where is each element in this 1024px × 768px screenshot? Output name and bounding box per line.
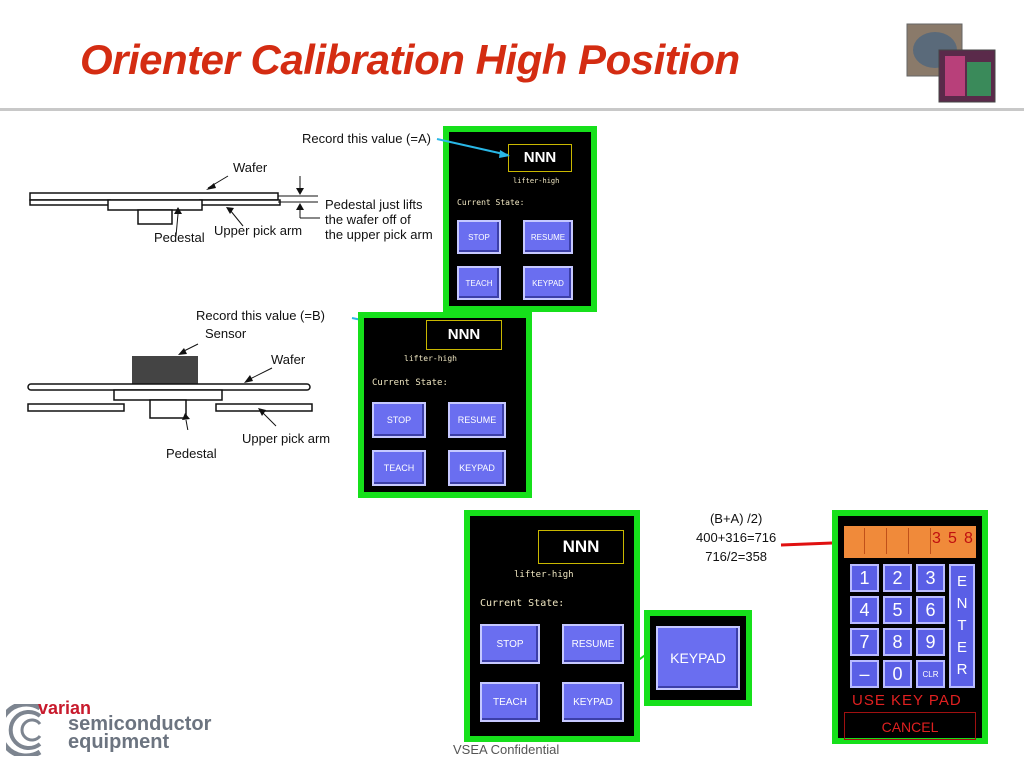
controller-panel-2: NNN lifter-high Current State: STOP RESU… xyxy=(358,312,532,498)
enter-letter: E xyxy=(956,639,967,656)
key-3[interactable]: 3 xyxy=(916,564,945,592)
key-7[interactable]: 7 xyxy=(850,628,879,656)
note-line: the wafer off of xyxy=(325,212,411,227)
record-a-label: Record this value (=A) xyxy=(302,131,431,146)
display-cell xyxy=(910,528,931,554)
pedestal-label-1: Pedestal xyxy=(154,230,205,245)
pedestal-label-2: Pedestal xyxy=(166,446,217,461)
keypad-display: 3 5 8 xyxy=(844,526,976,558)
footer-confidential: VSEA Confidential xyxy=(453,742,560,757)
keypad-zoom-box: KEYPAD xyxy=(644,610,752,706)
record-b-label: Record this value (=B) xyxy=(196,308,325,323)
corner-photo-icon xyxy=(905,22,997,104)
stop-button[interactable]: STOP xyxy=(457,220,501,254)
wafer-label-2: Wafer xyxy=(271,352,306,367)
diagram-sensor-position xyxy=(27,343,313,430)
display-digit: 3 xyxy=(932,530,941,547)
logo-line-1: varian xyxy=(38,698,92,718)
sensor-block xyxy=(132,356,198,384)
resume-button[interactable]: RESUME xyxy=(562,624,624,664)
enter-letter: T xyxy=(957,617,967,634)
value-display: NNN xyxy=(426,320,502,350)
display-caption: lifter-high xyxy=(513,177,560,185)
enter-letter: R xyxy=(956,661,968,678)
key-8[interactable]: 8 xyxy=(883,628,912,656)
diagram-wafer-lift xyxy=(29,175,320,237)
wafer-label-1: Wafer xyxy=(233,160,268,175)
key-2[interactable]: 2 xyxy=(883,564,912,592)
teach-button[interactable]: TEACH xyxy=(457,266,501,300)
keypad-message: USE KEY PAD xyxy=(852,692,962,709)
current-state-label: Current State: xyxy=(457,198,525,207)
sensor-label: Sensor xyxy=(205,326,247,341)
calc-line: 400+316=716 xyxy=(696,530,777,545)
resume-button[interactable]: RESUME xyxy=(523,220,573,254)
stop-button[interactable]: STOP xyxy=(372,402,426,438)
current-state-label: Current State: xyxy=(480,598,565,609)
upper-pick-arm-left xyxy=(27,403,125,412)
teach-button[interactable]: TEACH xyxy=(372,450,426,486)
controller-panel-1: NNN lifter-high Current State: STOP RESU… xyxy=(443,126,597,312)
display-cell xyxy=(888,528,909,554)
enter-letter: E xyxy=(956,573,967,590)
pedestal-top xyxy=(113,389,223,401)
display-digit: 8 xyxy=(964,530,973,547)
upper-pick-arm-label-1: Upper pick arm xyxy=(214,223,303,238)
key-0[interactable]: 0 xyxy=(883,660,912,688)
key-1[interactable]: 1 xyxy=(850,564,879,592)
key-minus[interactable]: – xyxy=(850,660,879,688)
key-5[interactable]: 5 xyxy=(883,596,912,624)
resume-button[interactable]: RESUME xyxy=(448,402,506,438)
keypad-zoom-button[interactable]: KEYPAD xyxy=(656,626,740,690)
display-cell xyxy=(844,528,865,554)
enter-button[interactable]: E N T E R xyxy=(949,564,975,688)
teach-button[interactable]: TEACH xyxy=(480,682,540,722)
display-caption: lifter-high xyxy=(404,354,457,363)
pedestal-stem xyxy=(149,399,187,419)
page-title: Orienter Calibration High Position xyxy=(80,36,740,83)
wafer-shape xyxy=(27,383,311,391)
key-6[interactable]: 6 xyxy=(916,596,945,624)
calculation: (B+A) /2) 400+316=716 716/2=358 xyxy=(696,509,776,566)
value-display: NNN xyxy=(508,144,572,172)
key-9[interactable]: 9 xyxy=(916,628,945,656)
keypad-button[interactable]: KEYPAD xyxy=(562,682,624,722)
keypad-button[interactable]: KEYPAD xyxy=(523,266,573,300)
logo-line-2: semiconductor xyxy=(68,713,212,735)
keypad-screen: 3 5 8 1 2 3 4 5 6 7 8 9 – 0 CLR E N T E … xyxy=(832,510,988,744)
logo-swoosh-icon xyxy=(6,704,42,756)
display-cell xyxy=(866,528,887,554)
note-line: Pedestal just lifts xyxy=(325,197,423,212)
upper-pick-arm-label-2: Upper pick arm xyxy=(242,431,331,446)
calc-line: (B+A) /2) xyxy=(709,511,763,526)
stop-button[interactable]: STOP xyxy=(480,624,540,664)
title-divider xyxy=(0,108,1024,111)
display-caption: lifter-high xyxy=(514,570,574,580)
calc-line: 716/2=358 xyxy=(705,549,768,564)
note-line: the upper pick arm xyxy=(325,227,433,242)
display-digit: 5 xyxy=(948,530,957,547)
key-4[interactable]: 4 xyxy=(850,596,879,624)
enter-letter: N xyxy=(956,595,968,612)
pedestal-note: Pedestal just lifts the wafer off of the… xyxy=(325,197,433,242)
cancel-button[interactable]: CANCEL xyxy=(844,712,976,740)
value-display: NNN xyxy=(538,530,624,564)
logo-line-3: equipment xyxy=(68,731,170,753)
controller-panel-3: NNN lifter-high Current State: STOP RESU… xyxy=(464,510,640,742)
varian-logo: varian semiconductor equipment xyxy=(6,698,236,760)
key-clear[interactable]: CLR xyxy=(916,660,945,688)
keypad-button[interactable]: KEYPAD xyxy=(448,450,506,486)
current-state-label: Current State: xyxy=(372,378,448,388)
pedestal-stem xyxy=(137,209,173,225)
